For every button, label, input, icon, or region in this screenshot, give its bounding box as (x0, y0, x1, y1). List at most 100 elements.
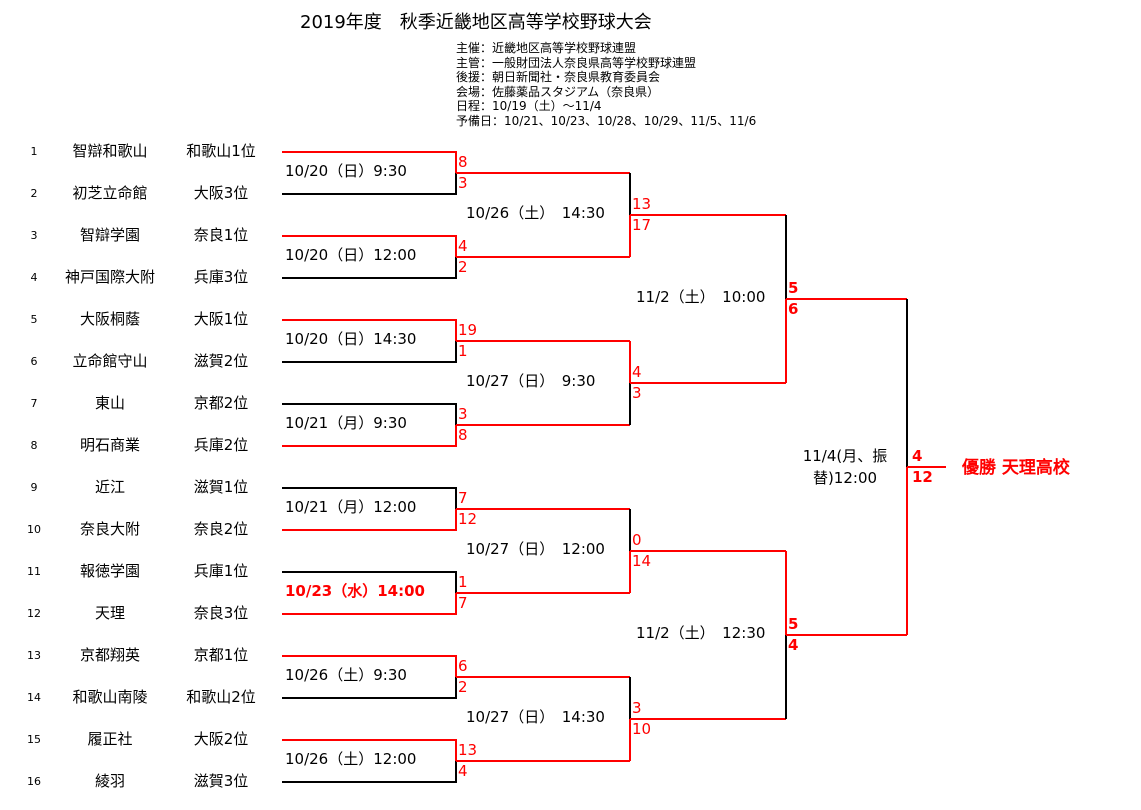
bracket-line (282, 425, 457, 447)
seed-number: 9 (30, 481, 38, 494)
score-bottom: 17 (632, 216, 652, 234)
match-date: 10/27（日） 12:00 (466, 540, 605, 558)
team-name: 履正社 (87, 730, 133, 748)
score-top: 13 (632, 195, 652, 213)
score-top: 1 (458, 573, 468, 591)
seed-number: 16 (27, 775, 41, 788)
team-qualification: 和歌山1位 (186, 142, 256, 160)
seed-number: 3 (30, 229, 38, 242)
match-date: 10/23（水）14:00 (285, 582, 425, 600)
score-bottom: 4 (458, 762, 468, 780)
info-line: 会場：佐藤薬品スタジアム（奈良県） (456, 84, 660, 99)
team-qualification: 大阪3位 (193, 184, 249, 202)
team-qualification: 滋賀2位 (193, 352, 249, 370)
info-line: 日程：10/19（土）～11/4 (456, 99, 602, 113)
seed-number: 7 (30, 397, 38, 410)
team-name: 京都翔英 (79, 646, 140, 664)
seed-number: 11 (27, 565, 41, 578)
score-top: 3 (458, 405, 468, 423)
champion-label: 優勝 天理高校 (962, 458, 1070, 478)
team-qualification: 大阪2位 (193, 730, 249, 748)
match-date: 10/27（日） 14:30 (466, 708, 605, 726)
team-name: 報徳学園 (79, 562, 140, 580)
bracket-line (282, 341, 457, 363)
info-line: 主管：一般財団法人奈良県高等学校野球連盟 (456, 55, 697, 70)
team-name: 近江 (94, 478, 125, 496)
score-bottom: 12 (912, 468, 933, 486)
bracket-line (282, 257, 457, 279)
match-date: 10/20（日）9:30 (285, 162, 407, 180)
score-top: 4 (632, 363, 642, 381)
match-date: 10/21（月）12:00 (285, 498, 417, 516)
bracket-line (282, 739, 457, 761)
seed-number: 6 (30, 355, 38, 368)
match-date: 10/21（月）9:30 (285, 414, 407, 432)
team-qualification: 兵庫1位 (193, 562, 249, 580)
match-date: 11/2（土） 10:00 (636, 288, 766, 306)
seed-number: 4 (30, 271, 38, 284)
score-bottom: 6 (788, 300, 799, 318)
score-bottom: 3 (458, 174, 468, 192)
score-bottom: 14 (632, 552, 652, 570)
score-top: 4 (458, 237, 468, 255)
match-date: 10/26（土）12:00 (285, 750, 417, 768)
bracket-line (282, 593, 457, 615)
seed-number: 2 (30, 187, 38, 200)
team-name: 天理 (94, 604, 125, 622)
bracket-line (282, 571, 457, 593)
score-bottom: 7 (458, 594, 468, 612)
team-qualification: 大阪1位 (193, 310, 249, 328)
seed-number: 5 (30, 313, 38, 326)
team-name: 立命館守山 (72, 352, 148, 370)
bracket-line (282, 151, 457, 173)
score-top: 8 (458, 153, 468, 171)
score-top: 19 (458, 321, 478, 339)
score-top: 5 (788, 279, 799, 297)
team-name: 初芝立命館 (72, 184, 148, 202)
team-qualification: 兵庫3位 (193, 268, 249, 286)
match-date: 11/2（土） 12:30 (636, 624, 766, 642)
seed-number: 15 (27, 733, 41, 746)
team-name: 和歌山南陵 (72, 688, 148, 706)
seed-number: 12 (27, 607, 41, 620)
team-qualification: 和歌山2位 (186, 688, 256, 706)
seed-number: 14 (27, 691, 41, 704)
team-name: 奈良大附 (79, 520, 140, 538)
match-date: 10/20（日）12:00 (285, 246, 417, 264)
score-bottom: 8 (458, 426, 468, 444)
bracket-line (282, 173, 457, 195)
score-bottom: 12 (458, 510, 478, 528)
seed-number: 10 (27, 523, 41, 536)
page-title: 2019年度 秋季近畿地区高等学校野球大会 (300, 12, 652, 33)
team-name: 神戸国際大附 (64, 268, 155, 286)
bracket-line (282, 235, 457, 257)
match-date: 10/20（日）14:30 (285, 330, 417, 348)
seed-number: 13 (27, 649, 41, 662)
bracket-line (282, 487, 457, 509)
bracket-line (282, 509, 457, 531)
team-name: 智辯和歌山 (72, 142, 148, 160)
bracket-line (282, 655, 457, 677)
score-top: 13 (458, 741, 478, 759)
bracket-line (282, 319, 457, 341)
match-date: 10/26（土）9:30 (285, 666, 407, 684)
team-qualification: 京都1位 (193, 646, 249, 664)
bracket-line (282, 677, 457, 699)
team-qualification: 奈良1位 (193, 226, 249, 244)
team-qualification: 兵庫2位 (193, 436, 249, 454)
score-bottom: 2 (458, 678, 468, 696)
score-bottom: 2 (458, 258, 468, 276)
team-name: 大阪桐蔭 (79, 310, 140, 328)
bracket-line (282, 403, 457, 425)
team-name: 明石商業 (79, 436, 140, 454)
score-top: 5 (788, 615, 799, 633)
team-qualification: 奈良3位 (193, 604, 249, 622)
team-qualification: 滋賀1位 (193, 478, 249, 496)
match-date: 11/4(月、振替)12:00 (802, 447, 888, 487)
team-name: 綾羽 (94, 772, 125, 790)
match-date: 10/26（土） 14:30 (466, 204, 605, 222)
info-line: 後援：朝日新聞社・奈良県教育委員会 (456, 70, 661, 84)
score-top: 4 (912, 447, 923, 465)
bracket-line (282, 761, 457, 783)
